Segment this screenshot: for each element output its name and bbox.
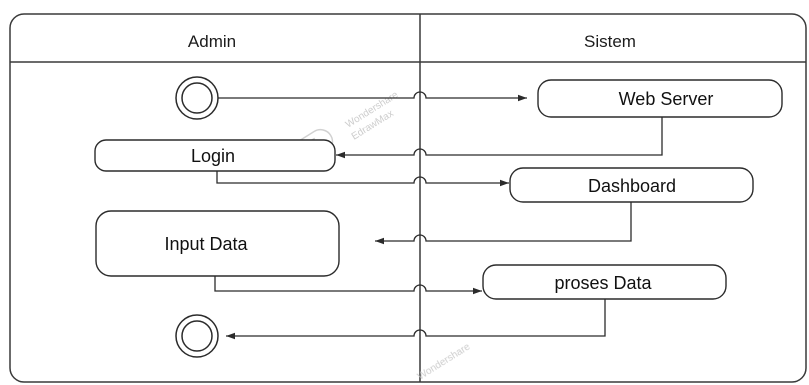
activity-label-input-data: Input Data [164,234,248,254]
activity-label-login: Login [191,146,235,166]
activity-proses-data: proses Data [482,264,727,300]
activity-label-web-server: Web Server [619,89,714,109]
activity-input-data: Input Data [95,210,340,277]
lane-title-sistem: Sistem [584,32,636,51]
edge-web-server-to-login [336,117,663,159]
edge-proses-data-to-end [226,299,606,340]
activity-dashboard: Dashboard [509,167,754,203]
lane-title-admin: Admin [188,32,236,51]
edge-start-to-web-server [218,91,527,102]
activity-login: Login [94,139,336,172]
edge-input-data-to-proses-data [214,276,482,295]
activity-label-proses-data: proses Data [554,273,652,293]
edge-login-to-dashboard [216,171,509,187]
activity-label-dashboard: Dashboard [588,176,676,196]
activity-web-server: Web Server [537,79,783,118]
end-node [175,314,219,358]
start-node [175,76,219,120]
edge-dashboard-to-input-data [375,202,632,245]
